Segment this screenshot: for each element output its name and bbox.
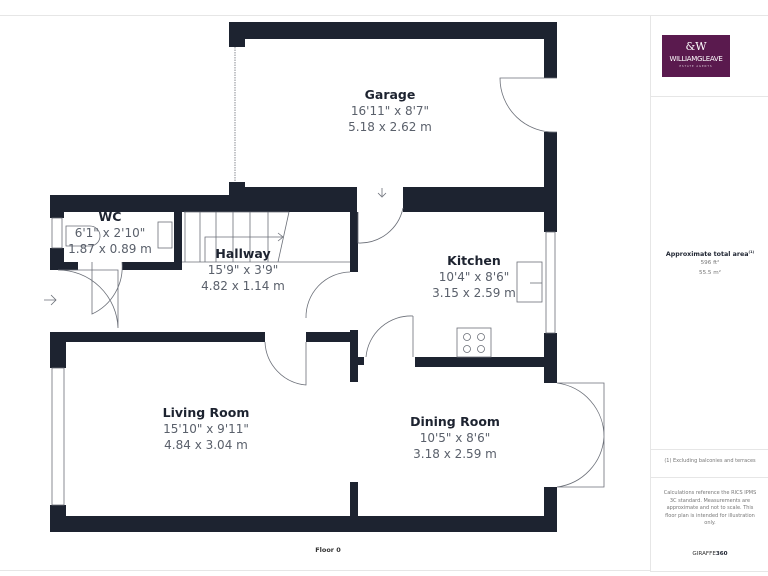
room-imperial: 6'1" x 2'10" — [74, 226, 146, 240]
top-border — [0, 15, 650, 16]
room-metric: 4.82 x 1.14 m — [201, 279, 285, 293]
giraffe360-brand: GIRAFFE360 — [651, 551, 768, 559]
room-imperial: 15'10" x 9'11" — [163, 422, 249, 436]
room-name: Dining Room — [410, 414, 500, 429]
room-name: Kitchen — [447, 253, 501, 268]
footnote: (1) Excluding balconies and terraces — [664, 458, 756, 464]
room-metric: 1.87 x 0.89 m — [68, 242, 152, 256]
room-metric: 3.15 x 2.59 m — [432, 286, 516, 300]
bottom-border — [0, 570, 768, 571]
area-title-text: Approximate total area — [665, 251, 749, 259]
room-name: Garage — [364, 87, 416, 102]
room-name: WC — [98, 209, 122, 224]
logo-monogram-icon: &W — [685, 40, 707, 53]
room-imperial: 15'9" x 3'9" — [207, 263, 279, 277]
disclaimer: Calculations reference the RICS IPMS 3C … — [663, 490, 757, 526]
brand-suffix: 360 — [715, 551, 728, 557]
divider — [651, 96, 768, 97]
room-metric: 4.84 x 3.04 m — [164, 438, 248, 452]
brand-prefix: GIRAFFE — [692, 551, 716, 557]
room-wc: WC 6'1" x 2'10" 1.87 x 0.89 m — [68, 208, 152, 257]
walls — [50, 22, 557, 532]
floor-label: Floor 0 — [315, 546, 341, 554]
room-hallway: Hallway 15'9" x 3'9" 4.82 x 1.14 m — [201, 245, 285, 294]
sidebar: &W WILLIAMGLEAVE ESTATE AGENTS Approxima… — [650, 15, 768, 572]
room-dining-room: Dining Room 10'5" x 8'6" 3.18 x 2.59 m — [410, 413, 500, 462]
area-title: Approximate total area(1) — [651, 250, 768, 258]
room-garage: Garage 16'11" x 8'7" 5.18 x 2.62 m — [348, 86, 432, 135]
logo-name: WILLIAMGLEAVE — [669, 55, 723, 63]
area-footnote-ref: (1) — [748, 250, 755, 254]
room-name: Hallway — [215, 246, 271, 261]
agent-logo: &W WILLIAMGLEAVE ESTATE AGENTS — [662, 35, 730, 77]
room-imperial: 10'4" x 8'6" — [438, 270, 510, 284]
room-name: Living Room — [162, 405, 250, 420]
room-kitchen: Kitchen 10'4" x 8'6" 3.15 x 2.59 m — [432, 252, 516, 301]
divider — [651, 477, 768, 478]
logo-subtitle: ESTATE AGENTS — [679, 65, 713, 68]
room-metric: 3.18 x 2.59 m — [413, 447, 497, 461]
fixtures — [44, 47, 605, 506]
room-imperial: 10'5" x 8'6" — [419, 431, 491, 445]
total-area: Approximate total area(1) 596 ft² 55.5 m… — [651, 250, 768, 278]
area-sqm: 55.5 m² — [699, 270, 721, 277]
room-living-room: Living Room 15'10" x 9'11" 4.84 x 3.04 m — [163, 404, 250, 453]
divider — [651, 449, 768, 450]
room-imperial: 16'11" x 8'7" — [350, 104, 430, 118]
floorplan-drawing — [44, 22, 605, 532]
area-sqft: 596 ft² — [700, 260, 720, 267]
room-metric: 5.18 x 2.62 m — [348, 120, 432, 134]
